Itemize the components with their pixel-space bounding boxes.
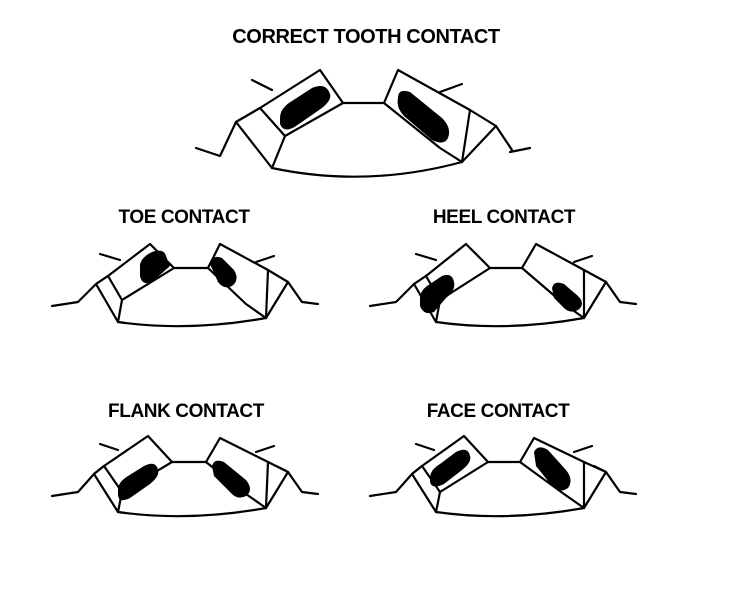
tooth-right: [206, 242, 290, 320]
contact-patch-right: [212, 460, 250, 498]
contact-patch-right: [397, 90, 450, 143]
tooth-right: [382, 68, 498, 164]
contact-patch-right: [552, 282, 582, 312]
gear-toe-contact: [50, 242, 320, 328]
contact-patch-left: [430, 449, 471, 487]
gear-face-contact: [368, 434, 638, 518]
title-flank-contact: FLANK CONTACT: [108, 401, 264, 422]
title-toe-contact: TOE CONTACT: [118, 207, 250, 228]
contact-patch-left: [118, 463, 159, 501]
title-heel-contact: HEEL CONTACT: [432, 207, 576, 228]
contact-patch-left: [280, 86, 331, 130]
contact-patch-left: [140, 250, 170, 284]
contact-patch-left: [420, 274, 455, 314]
gear-correct-contact: [194, 68, 532, 178]
contact-patch-right: [210, 256, 237, 288]
contact-patch-right: [534, 447, 571, 491]
title-face-contact: FACE CONTACT: [426, 401, 570, 422]
title-correct-tooth-contact: CORRECT TOOTH CONTACT: [232, 26, 500, 48]
gear-heel-contact: [368, 242, 638, 328]
gear-flank-contact: [50, 434, 320, 518]
